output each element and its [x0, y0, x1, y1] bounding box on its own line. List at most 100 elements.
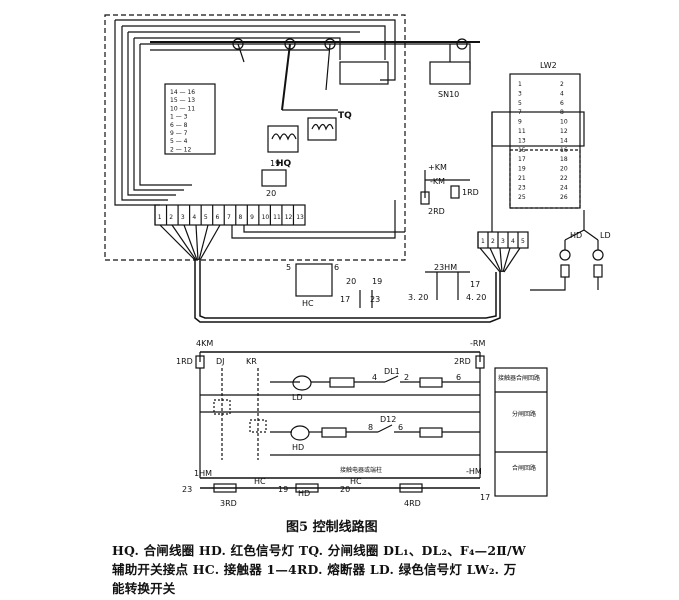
- strip-terminal-7: 7: [227, 214, 231, 221]
- aux-contact-row: 10 — 11: [170, 105, 195, 112]
- lw2-contact-2: 2: [560, 81, 564, 88]
- strip-terminal-11: 11: [273, 214, 281, 221]
- aux-contact-row: 2 — 12: [170, 146, 191, 153]
- lw2-contact-23: 23: [518, 184, 526, 191]
- lw2-contact-11: 11: [518, 128, 526, 135]
- lw2-contact-24: 24: [560, 184, 568, 191]
- hd-lamp-top: [559, 249, 571, 261]
- ld-top-label: LD: [600, 231, 611, 240]
- strip-terminal-12: 12: [285, 214, 293, 221]
- hm-minus-label: -HM: [466, 467, 482, 476]
- rd1-top-label: 1RD: [462, 188, 479, 197]
- strip-terminal-3: 3: [181, 214, 185, 221]
- lw2-contact-5: 5: [518, 100, 522, 107]
- hc-pin-5: 5: [286, 263, 291, 272]
- dl1-label: DL1: [384, 367, 400, 376]
- lw2-contact-20: 20: [560, 166, 568, 173]
- node-17: 17: [340, 295, 350, 304]
- sn10-symbol: [429, 61, 471, 85]
- plus-km-label: +KM: [428, 163, 447, 172]
- lw2-contact-15: 15: [518, 147, 526, 154]
- table-close-circuit: 合闸回路: [512, 464, 536, 472]
- lw2-contact-25: 25: [518, 194, 526, 201]
- lw2-contact-16: 16: [560, 147, 568, 154]
- node-8: 8: [368, 423, 373, 432]
- aux-contact-row: 9 — 7: [170, 130, 188, 137]
- ld-resistor: [329, 377, 355, 388]
- strip-small-terminal-5: 5: [521, 238, 525, 245]
- rd1-label: 1RD: [176, 357, 193, 366]
- lw2-contact-7: 7: [518, 109, 522, 116]
- aux-contact-row: 6 — 8: [170, 122, 188, 129]
- lw2-contact-17: 17: [518, 156, 526, 163]
- strip-terminal-10: 10: [262, 214, 270, 221]
- hc-pin-6: 6: [334, 263, 339, 272]
- dl2-label: D12: [380, 415, 396, 424]
- aux-contact-row: 15 — 13: [170, 97, 195, 104]
- rd2-top-label: 2RD: [428, 207, 445, 216]
- lw2-label: LW2: [540, 61, 557, 70]
- strip-terminal-1: 1: [158, 214, 162, 221]
- hq-label: HQ: [276, 159, 292, 169]
- dl1-resistor: [419, 377, 443, 388]
- circuit-section-table: [494, 367, 548, 497]
- aux-contact-row: 1 — 3: [170, 114, 188, 121]
- dj-label: DJ: [216, 357, 225, 366]
- node-17-lower: 17: [480, 493, 490, 502]
- ld-lamp: [292, 375, 312, 391]
- strip-terminal-2: 2: [169, 214, 173, 221]
- lw2-contact-4: 4: [560, 90, 564, 97]
- strip-small-terminal-3: 3: [501, 238, 505, 245]
- node-6: 6: [456, 373, 461, 382]
- strip-terminal-5: 5: [204, 214, 208, 221]
- lw2-contact-1: 1: [518, 81, 522, 88]
- fuse-4rd: [399, 483, 423, 493]
- node-23: 23: [370, 295, 380, 304]
- tq-trip-coil: [307, 117, 337, 141]
- aux-contact-row: 14 — 16: [170, 89, 195, 96]
- breaker-housing-outline: [104, 14, 406, 261]
- lw2-contact-22: 22: [560, 175, 568, 182]
- strip-terminal-9: 9: [250, 214, 254, 221]
- node-23-lower: 23: [182, 485, 192, 494]
- minus-km-label: -KM: [430, 177, 445, 186]
- lw2-contact-10: 10: [560, 119, 568, 126]
- ld-lower-label: LD: [292, 393, 303, 402]
- fuse-2rd-top: [420, 191, 430, 205]
- table-trip-circuit: 分闸回路: [512, 410, 536, 418]
- hc-lower-label-2: HC: [350, 477, 362, 486]
- lw2-contact-6: 6: [560, 100, 564, 107]
- node-17-right: 17: [470, 280, 480, 289]
- hd-bottom-label: HD: [298, 489, 310, 498]
- node-20: 20: [346, 277, 356, 286]
- lw2-contact-14: 14: [560, 137, 568, 144]
- lw2-contact-19: 19: [518, 166, 526, 173]
- hq-contact-19: 19: [270, 159, 280, 168]
- lw2-upper-section: [491, 111, 585, 147]
- rd4-label: 4RD: [404, 499, 421, 508]
- aux-switch-block: [164, 83, 216, 155]
- bottom-note: 接触电器或端柱: [340, 466, 382, 474]
- hq-contact-20: 20: [266, 189, 276, 198]
- strip-small-terminal-2: 2: [491, 238, 495, 245]
- lw2-contact-12: 12: [560, 128, 568, 135]
- node-4: 4: [372, 373, 377, 382]
- lw2-contact-13: 13: [518, 137, 526, 144]
- tq-label: TQ: [338, 111, 352, 121]
- lw2-contact-18: 18: [560, 156, 568, 163]
- strip-small-terminal-1: 1: [481, 238, 485, 245]
- strip-terminal-8: 8: [239, 214, 243, 221]
- rd2-label: 2RD: [454, 357, 471, 366]
- node-6-lower: 6: [398, 423, 403, 432]
- lw2-contact-3: 3: [518, 90, 522, 97]
- table-title: 接触器合闸回路: [498, 374, 540, 382]
- hc-lower-label: HC: [254, 477, 266, 486]
- hc-contactor: [295, 263, 333, 297]
- hq-closing-coil: [267, 125, 299, 153]
- node-19-lower: 19: [278, 485, 288, 494]
- lw2-contact-21: 21: [518, 175, 526, 182]
- strip-terminal-13: 13: [296, 214, 304, 221]
- rm-minus-label: -RM: [470, 339, 485, 348]
- hd-lower-label: HD: [292, 443, 304, 452]
